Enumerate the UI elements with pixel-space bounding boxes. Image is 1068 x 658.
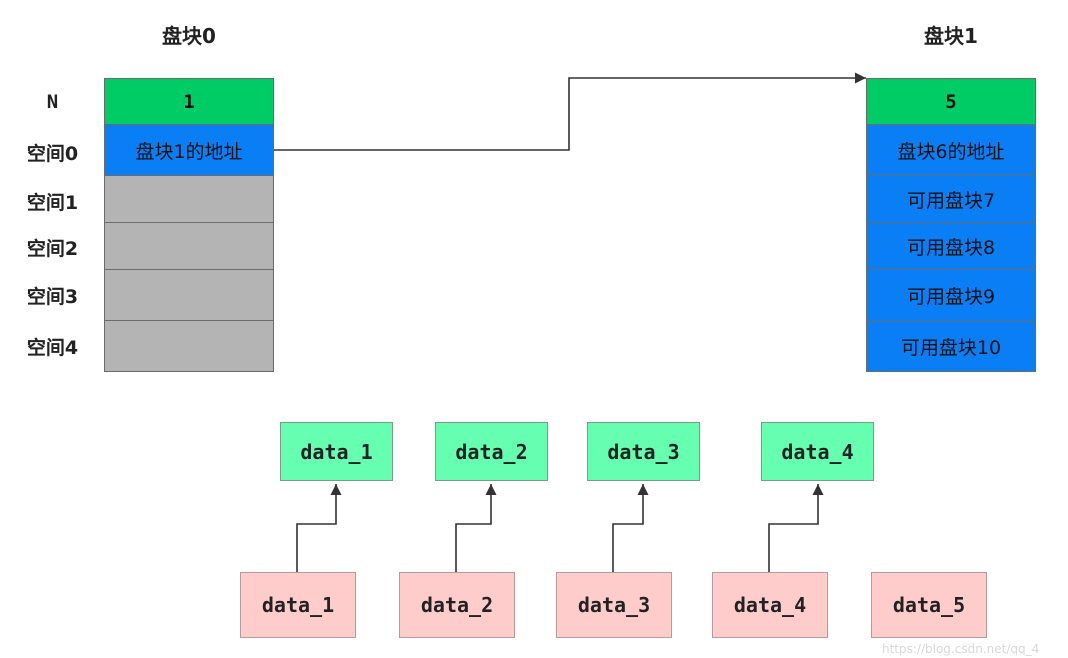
top-data-box-4: data_4 bbox=[761, 422, 874, 481]
block0-cell-space4 bbox=[104, 320, 274, 372]
block0-cell-space0: 盘块1的地址 bbox=[104, 124, 274, 176]
block0-cell-space1 bbox=[104, 175, 274, 223]
bottom-data-box-5: data_5 bbox=[871, 572, 987, 638]
row-label-space4: 空间4 bbox=[26, 337, 79, 359]
watermark: https://blog.csdn.net/qq_4 bbox=[882, 642, 1040, 656]
arrow-data1 bbox=[296, 484, 342, 572]
block1-cell-n: 5 bbox=[866, 78, 1036, 125]
row-label-space3: 空间3 bbox=[26, 286, 79, 308]
block0-cell-n: 1 bbox=[104, 78, 274, 125]
block1-cell-space4: 可用盘块10 bbox=[866, 320, 1036, 372]
arrow-data4 bbox=[768, 484, 824, 572]
row-label-space1: 空间1 bbox=[26, 192, 79, 214]
top-data-box-1: data_1 bbox=[280, 422, 393, 481]
block0-title: 盘块0 bbox=[162, 24, 216, 48]
row-label-space0: 空间0 bbox=[26, 143, 79, 165]
arrow-data2 bbox=[455, 484, 497, 572]
top-data-box-2: data_2 bbox=[435, 422, 548, 481]
block1-title: 盘块1 bbox=[924, 24, 978, 48]
block0-cell-space2 bbox=[104, 222, 274, 270]
block1-cell-space3: 可用盘块9 bbox=[866, 269, 1036, 321]
block1-cell-space2: 可用盘块8 bbox=[866, 222, 1036, 270]
block0-cell-space3 bbox=[104, 269, 274, 321]
row-label-n: N bbox=[46, 91, 59, 113]
block1-cell-space1: 可用盘块7 bbox=[866, 175, 1036, 223]
block1-cell-space0: 盘块6的地址 bbox=[866, 124, 1036, 176]
top-data-box-3: data_3 bbox=[587, 422, 700, 481]
pointer-arrow-block0-to-block1 bbox=[273, 72, 866, 151]
bottom-data-box-4: data_4 bbox=[712, 572, 828, 638]
bottom-data-box-1: data_1 bbox=[240, 572, 356, 638]
bottom-data-box-2: data_2 bbox=[399, 572, 515, 638]
row-label-space2: 空间2 bbox=[26, 238, 79, 260]
bottom-data-box-3: data_3 bbox=[556, 572, 672, 638]
arrow-data3 bbox=[612, 484, 649, 572]
